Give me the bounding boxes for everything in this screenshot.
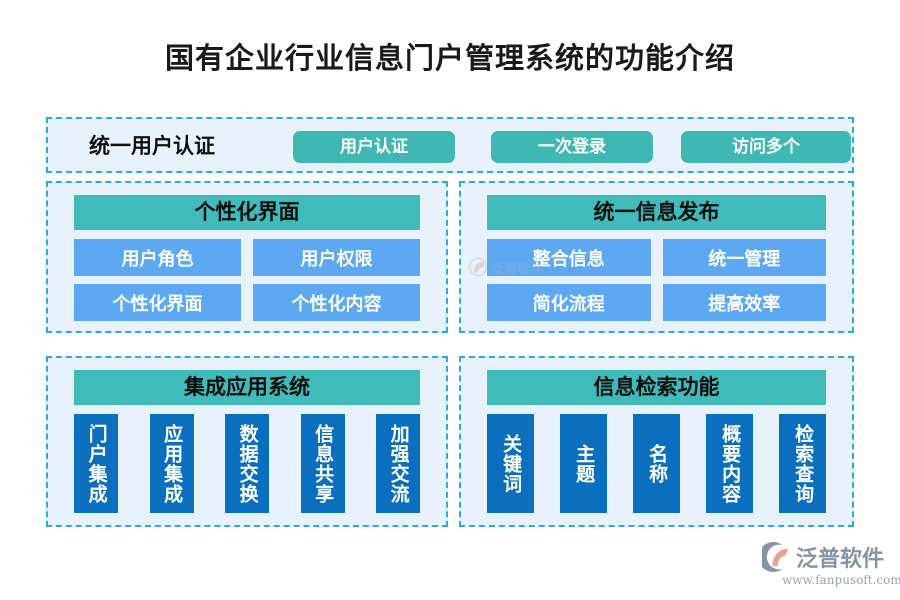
chip-improve-efficiency[interactable]: 提高效率: [662, 284, 826, 321]
panel-information-retrieval: 信息检索功能 关键词 主题 名称 概要内容 检索查询: [459, 356, 854, 527]
auth-pill-user-authentication[interactable]: 用户认证: [293, 131, 455, 163]
auth-pill-single-sign-on[interactable]: 一次登录: [491, 131, 653, 163]
panel-unified-publishing: 统一信息发布 整合信息 统一管理 简化流程 提高效率: [459, 181, 854, 333]
unified-auth-band: 统一用户认证 用户认证 一次登录 访问多个: [46, 117, 854, 173]
vbox-enhanced-communication[interactable]: 加强交流: [376, 414, 420, 513]
vbox-info-sharing[interactable]: 信息共享: [300, 414, 345, 513]
auth-pill-multi-access[interactable]: 访问多个: [681, 131, 851, 163]
vbox-topic[interactable]: 主题: [560, 414, 607, 513]
chip-grid-personalized-interface: 用户角色 用户权限 个性化界面 个性化内容: [74, 239, 420, 321]
brand-name: 泛普软件: [796, 547, 885, 572]
brand-url: www.fanpusoft.com: [782, 573, 900, 587]
unified-auth-label: 统一用户认证: [89, 134, 215, 158]
vbox-summary-content[interactable]: 概要内容: [706, 414, 753, 513]
chip-personal-content[interactable]: 个性化内容: [253, 284, 420, 321]
brand-row: 泛普软件: [762, 542, 890, 572]
chip-user-role[interactable]: 用户角色: [74, 239, 241, 276]
page-title: 国有企业行业信息门户管理系统的功能介绍: [164, 41, 735, 75]
chip-personal-ui[interactable]: 个性化界面: [74, 284, 241, 321]
panel-header-personalized-interface: 个性化界面: [74, 195, 420, 230]
chip-user-permission[interactable]: 用户权限: [253, 239, 420, 276]
vbox-portal-integration[interactable]: 门户集成: [74, 414, 118, 513]
chip-unified-manage[interactable]: 统一管理: [662, 239, 826, 276]
vbox-name[interactable]: 名称: [633, 414, 680, 513]
panel-header-information-retrieval: 信息检索功能: [487, 370, 826, 405]
fanpu-logo-icon: [762, 542, 789, 572]
brand-logo: 泛普软件 www.fanpusoft.com: [762, 542, 900, 590]
chip-grid-unified-publishing: 整合信息 统一管理 简化流程 提高效率: [487, 239, 826, 321]
panel-personalized-interface: 个性化界面 用户角色 用户权限 个性化界面 个性化内容: [46, 181, 448, 333]
panel-integrated-applications: 集成应用系统 门户集成 应用集成 数据交换 信息共享 加强交流: [46, 356, 448, 527]
chip-simplify-process[interactable]: 简化流程: [487, 284, 651, 321]
vbox-row-information-retrieval: 关键词 主题 名称 概要内容 检索查询: [487, 414, 826, 513]
vbox-search-query[interactable]: 检索查询: [779, 414, 826, 513]
vbox-app-integration[interactable]: 应用集成: [149, 414, 194, 513]
vbox-keyword[interactable]: 关键词: [487, 414, 534, 513]
panel-header-integrated-applications: 集成应用系统: [74, 370, 420, 405]
vbox-data-exchange[interactable]: 数据交换: [225, 414, 269, 513]
panel-header-unified-publishing: 统一信息发布: [487, 195, 826, 230]
vbox-row-integrated-applications: 门户集成 应用集成 数据交换 信息共享 加强交流: [74, 414, 420, 513]
chip-integrate-info[interactable]: 整合信息: [487, 239, 651, 276]
